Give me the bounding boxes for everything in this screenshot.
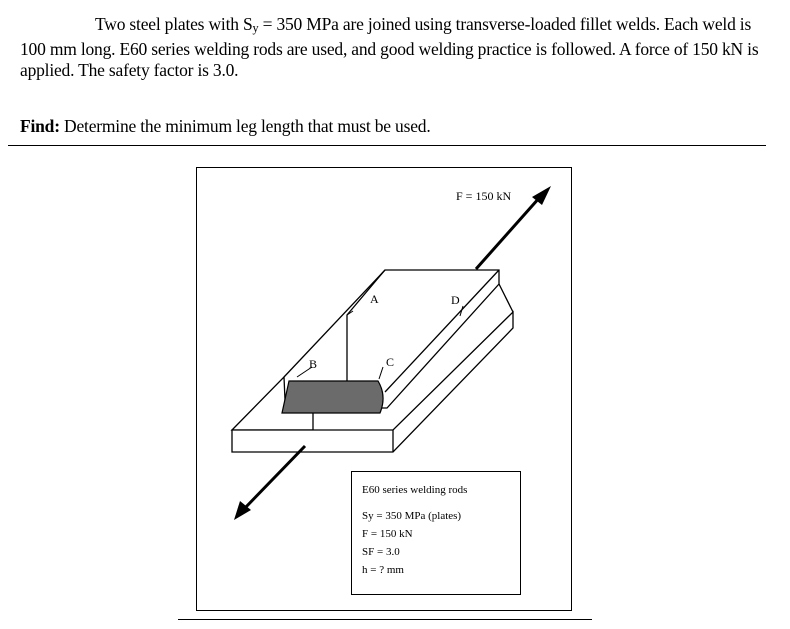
point-a-label: A <box>370 292 379 306</box>
point-d-leader <box>459 305 464 317</box>
top-divider <box>8 145 766 146</box>
weld-figure: F = 150 kN A B C D E60 series welding ro… <box>196 167 572 611</box>
fillet-weld <box>281 380 384 414</box>
problem-paragraph: Two steel plates with Sy = 350 MPa are j… <box>20 14 780 81</box>
given-line-force: F = 150 kN <box>362 528 413 540</box>
point-d-label: D <box>451 293 460 307</box>
given-heading: E60 series welding rods <box>362 484 468 496</box>
force-line-lower <box>241 444 307 512</box>
problem-text-start: Two steel plates with S <box>95 14 253 34</box>
given-line-h: h = ? mm <box>362 564 404 576</box>
given-line-sy: Sy = 350 MPa (plates) <box>362 510 462 522</box>
problem-text-rest: = 350 MPa are joined using transverse-lo… <box>20 14 759 80</box>
arrowhead-up-icon <box>532 186 551 205</box>
plate-gap <box>498 283 514 313</box>
bottom-divider <box>178 619 592 620</box>
point-c-label: C <box>386 355 394 369</box>
find-text: Determine the minimum leg length that mu… <box>59 116 431 136</box>
find-label: Find: <box>20 116 60 136</box>
arrowhead-down-icon <box>234 501 251 520</box>
weld-diagram: F = 150 kN A B C D <box>230 186 551 520</box>
point-b-leader <box>296 366 313 378</box>
point-b-label: B <box>309 357 317 371</box>
find-statement: Find: Determine the minimum leg length t… <box>20 116 431 137</box>
point-c-leader <box>378 366 384 380</box>
top-plate-back-edge <box>283 269 386 378</box>
top-plate-edge <box>384 269 500 393</box>
force-label: F = 150 kN <box>456 189 511 203</box>
subscript-y: y <box>252 21 259 35</box>
given-line-sf: SF = 3.0 <box>362 546 400 558</box>
point-a-leader <box>346 310 354 316</box>
force-line-upper <box>474 196 542 270</box>
problem-statement: Two steel plates with Sy = 350 MPa are j… <box>20 14 780 81</box>
given-data-box: E60 series welding rods Sy = 350 MPa (pl… <box>351 471 521 595</box>
